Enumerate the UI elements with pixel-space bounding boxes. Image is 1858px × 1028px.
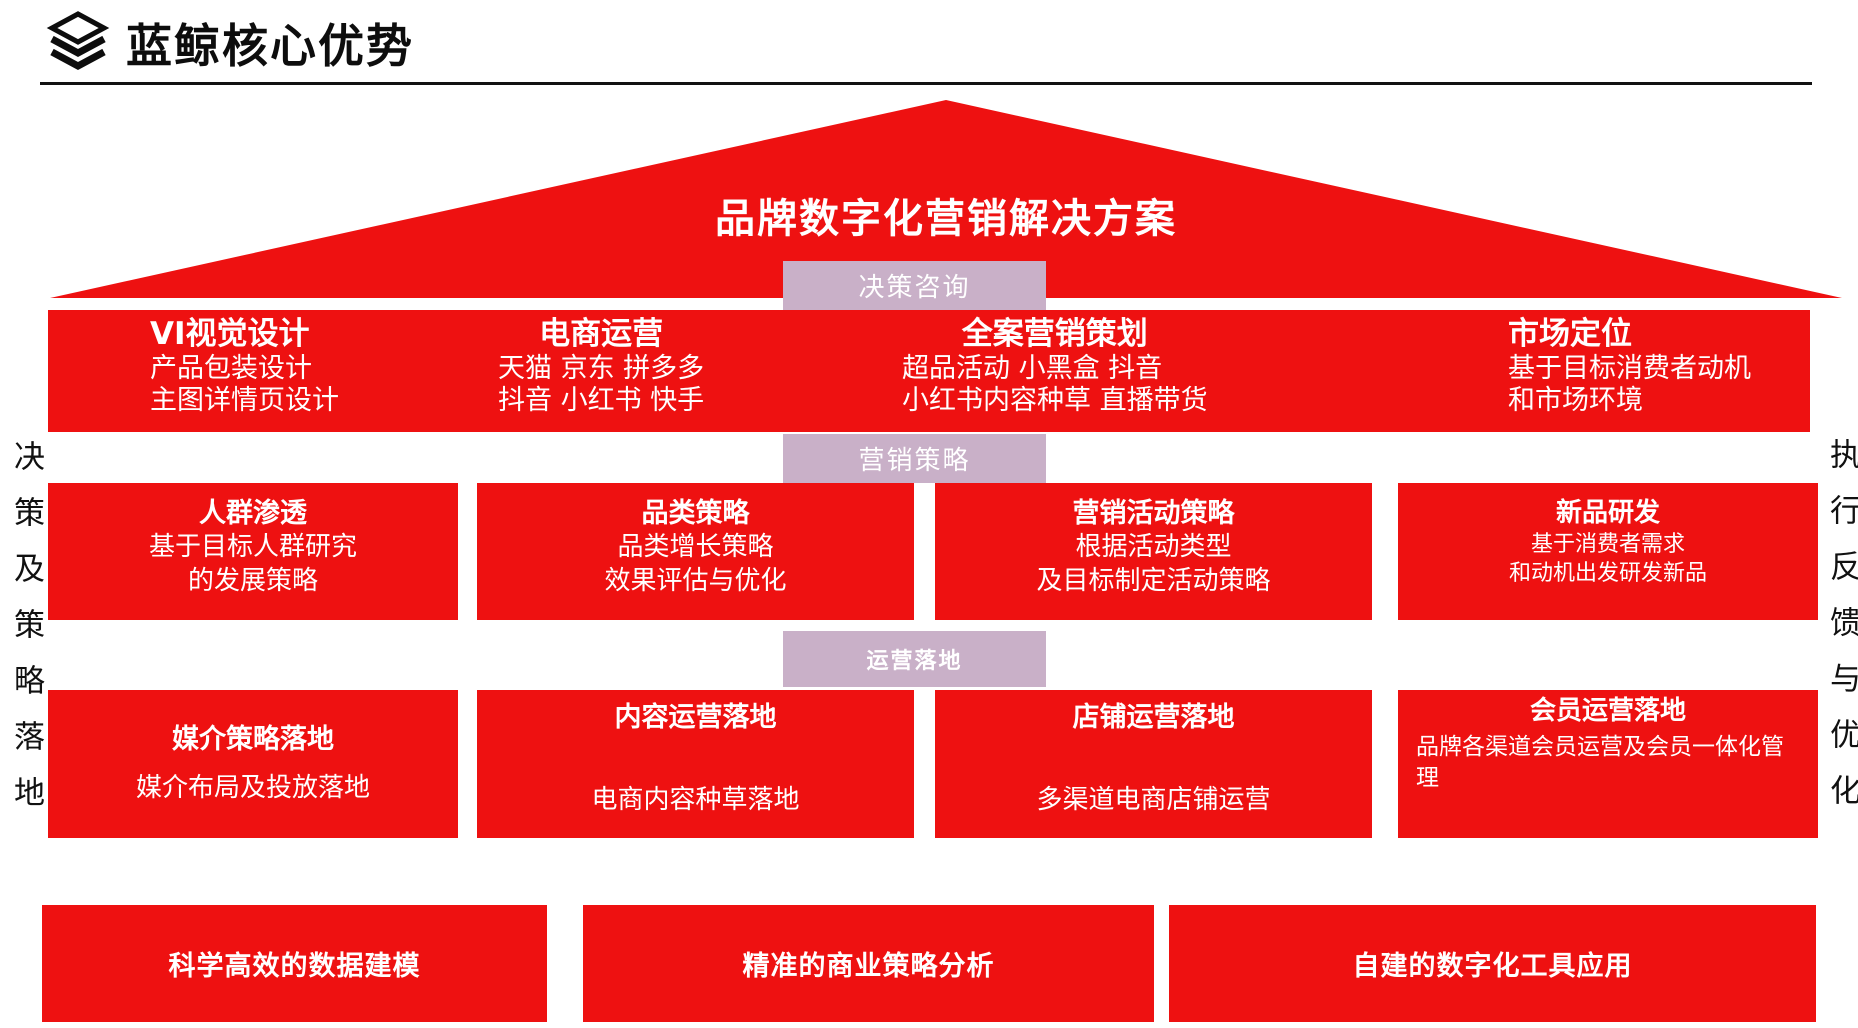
- tier3-box-body: 电商内容种草落地: [591, 785, 800, 815]
- stage-badge-decision-consulting: 决策咨询: [783, 261, 1046, 310]
- tier2-box-line: 及目标制定活动策略: [1036, 565, 1271, 596]
- tier2-box-title: 人群渗透: [199, 498, 307, 529]
- pyramid-title: 品牌数字化营销解决方案: [715, 196, 1177, 242]
- tier2-box-title: 新品研发: [1555, 498, 1660, 528]
- tier1-col-line: 抖音 小红书 快手: [498, 385, 705, 417]
- tier2-box-new-product-rd: 新品研发 基于消费者需求 和动机出发研发新品: [1398, 483, 1818, 620]
- tier3-box-title: 媒介策略落地: [172, 724, 334, 756]
- tier1-col-title: 全案营销策划: [961, 316, 1148, 352]
- page-title: 蓝鲸核心优势: [126, 19, 414, 73]
- footer-box-digital-tools: 自建的数字化工具应用: [1169, 905, 1816, 1022]
- tier1-col-vi-design: VI视觉设计 产品包装设计 主图详情页设计: [48, 310, 420, 432]
- tier3-box-title: 会员运营落地: [1529, 696, 1686, 726]
- tier1-col-ecommerce-operation: 电商运营 天猫 京东 拼多多 抖音 小红书 快手: [420, 310, 900, 432]
- tier1-col-line: 超品活动 小黑盒 抖音: [902, 352, 1163, 384]
- tier1-col-line: 小红书内容种草 直播带货: [902, 385, 1208, 417]
- tier3-box-body: 媒介布局及投放落地: [135, 772, 370, 803]
- tier2-box-category-strategy: 品类策略 品类增长策略 效果评估与优化: [477, 483, 914, 620]
- side-label-left: 决策及策略落地: [8, 440, 44, 832]
- footer-box-data-modeling: 科学高效的数据建模: [42, 905, 547, 1022]
- tier3-box-title: 店铺运营落地: [1072, 702, 1235, 733]
- footer-box-label: 自建的数字化工具应用: [1352, 951, 1633, 982]
- tier3-box-store-operation-landing: 店铺运营落地 多渠道电商店铺运营: [935, 690, 1372, 838]
- tier1-col-title: 电商运营: [539, 316, 664, 352]
- tier2-box-line: 基于目标人群研究: [148, 531, 357, 562]
- tier2-box-title: 品类策略: [641, 498, 750, 529]
- header-divider: [40, 82, 1812, 85]
- tier2-box-line: 品类增长策略: [617, 531, 774, 562]
- tier1-col-title: VI视觉设计: [150, 316, 310, 352]
- stage-badge-operation-landing: 运营落地: [783, 631, 1046, 687]
- tier3-box-body: 品牌各渠道会员运营及会员一体化管理: [1416, 734, 1784, 792]
- tier2-box-campaign-strategy: 营销活动策略 根据活动类型 及目标制定活动策略: [935, 483, 1372, 620]
- tier2-box-line: 根据活动类型: [1075, 531, 1232, 562]
- side-label-right: 执行反馈与优化: [1824, 438, 1858, 830]
- tier1-col-line: 和市场环境: [1508, 385, 1643, 417]
- tier1-col-market-positioning: 市场定位 基于目标消费者动机 和市场环境: [1450, 310, 1810, 432]
- tier3-box-title: 内容运营落地: [614, 702, 777, 733]
- tier1-col-full-case-marketing: 全案营销策划 超品活动 小黑盒 抖音 小红书内容种草 直播带货: [900, 310, 1450, 432]
- tier3-box-body: 多渠道电商店铺运营: [1036, 785, 1271, 815]
- tier2-box-line: 和动机出发研发新品: [1508, 561, 1707, 587]
- tier1-col-line: 天猫 京东 拼多多: [498, 352, 705, 384]
- tier2-box-crowd-penetration: 人群渗透 基于目标人群研究 的发展策略: [48, 483, 458, 620]
- footer-box-label: 精准的商业策略分析: [742, 951, 995, 982]
- footer-box-label: 科学高效的数据建模: [168, 951, 421, 982]
- tier2-box-line: 基于消费者需求: [1530, 531, 1685, 557]
- tier3-box-member-operation-landing: 会员运营落地 品牌各渠道会员运营及会员一体化管理: [1398, 690, 1818, 838]
- tier3-box-content-operation-landing: 内容运营落地 电商内容种草落地: [477, 690, 914, 838]
- tier2-box-title: 营销活动策略: [1072, 498, 1235, 529]
- header: 蓝鲸核心优势: [46, 10, 414, 76]
- tier1-col-title: 市场定位: [1508, 316, 1632, 352]
- tier3-box-media-strategy-landing: 媒介策略落地 媒介布局及投放落地: [48, 690, 458, 838]
- tier1-col-line: 产品包装设计: [150, 352, 312, 384]
- footer-box-business-strategy-analysis: 精准的商业策略分析: [583, 905, 1154, 1022]
- tier1-col-line: 主图详情页设计: [150, 385, 339, 417]
- tier2-box-line: 的发展策略: [187, 565, 318, 596]
- layers-icon: [46, 11, 110, 75]
- tier1-bar: VI视觉设计 产品包装设计 主图详情页设计 电商运营 天猫 京东 拼多多 抖音 …: [48, 310, 1810, 432]
- tier2-box-line: 效果评估与优化: [604, 565, 787, 596]
- tier1-col-line: 基于目标消费者动机: [1508, 352, 1751, 384]
- stage-badge-marketing-strategy: 营销策略: [783, 434, 1046, 483]
